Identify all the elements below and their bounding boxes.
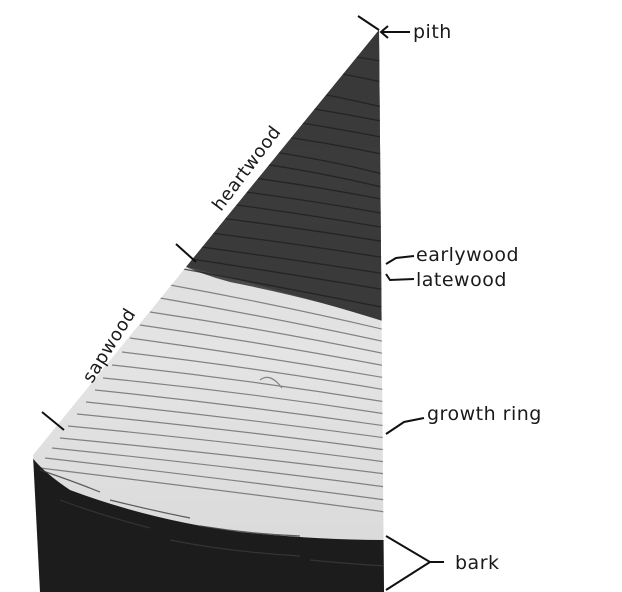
bark-bracket [386, 536, 430, 590]
pith-leader [358, 16, 379, 30]
earlywood-leader [386, 256, 414, 264]
latewood-label: latewood [416, 269, 507, 291]
pith-label: pith [413, 21, 452, 43]
growth-ring-leader [386, 418, 424, 434]
heartwood-tick [176, 244, 196, 262]
growth-ring-label: growth ring [427, 403, 542, 425]
latewood-leader [386, 274, 414, 280]
earlywood-label: earlywood [416, 244, 519, 266]
bark-label: bark [455, 552, 500, 574]
